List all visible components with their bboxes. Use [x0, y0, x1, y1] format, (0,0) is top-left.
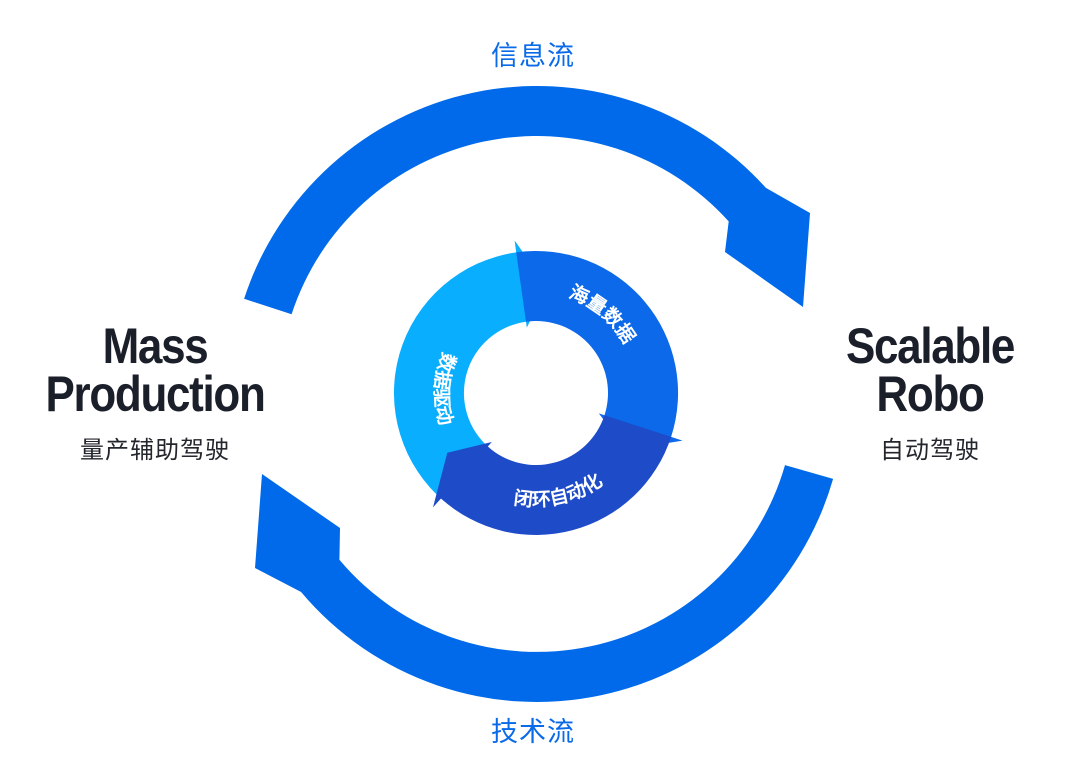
scalable-robo-title-line1: Scalable	[846, 318, 1015, 374]
tech-flow-label: 技术流	[491, 717, 575, 748]
mass-production-title-line1: Mass	[102, 318, 209, 374]
outer-bottom-arrow	[255, 465, 834, 703]
inner-arrow-closed-loop	[433, 415, 672, 536]
inner-arrow-data-driven	[393, 240, 548, 502]
mass-production-subtitle: 量产辅助驾驶	[80, 436, 230, 464]
mass-production-title-line2: Production	[45, 366, 265, 422]
mass-production-node: Mass Production 量产辅助驾驶	[5, 318, 305, 465]
scalable-robo-node: Scalable Robo 自动驾驶	[790, 318, 1070, 465]
scalable-robo-subtitle: 自动驾驶	[880, 436, 980, 464]
outer-top-arrow	[244, 85, 811, 315]
info-flow-label: 信息流	[491, 41, 575, 72]
inner-arrow-massive-data	[516, 251, 683, 450]
scalable-robo-title-line2: Robo	[876, 366, 984, 422]
